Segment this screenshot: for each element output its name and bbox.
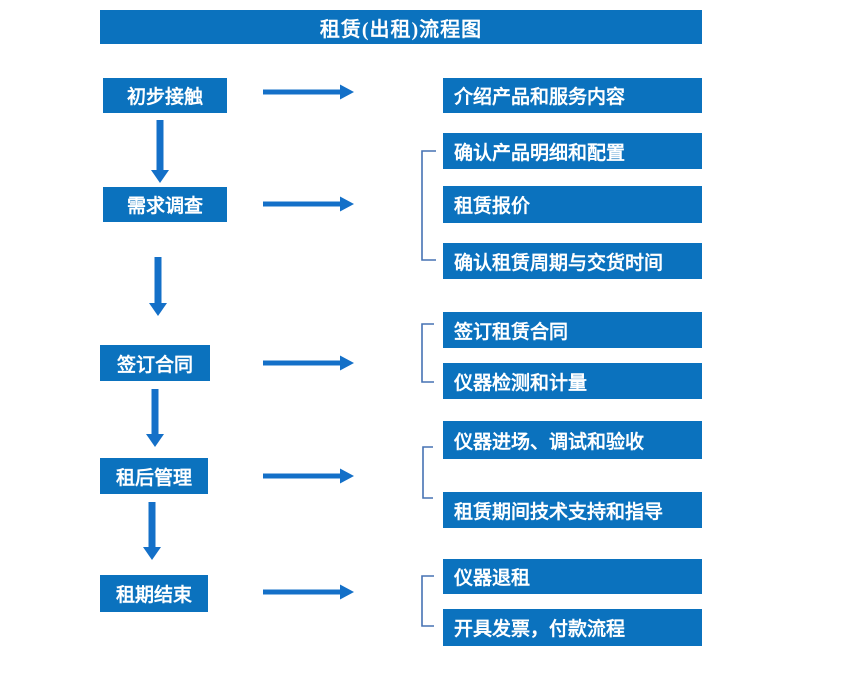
detail-box-intro-products-services: 介绍产品和服务内容 [443,78,702,113]
down-arrow-icon [151,120,169,183]
group-bracket [421,323,434,383]
down-arrow-icon [149,257,167,316]
group-bracket [421,150,436,261]
group-bracket [421,575,434,627]
stage-box-initial-contact: 初步接触 [103,78,227,113]
stage-box-rental-end: 租期结束 [100,575,208,612]
right-arrow-icon [263,355,354,371]
stage-box-demand-survey: 需求调查 [103,187,227,222]
detail-box-confirm-rental-period-delivery: 确认租赁周期与交货时间 [443,243,702,279]
detail-box-instrument-return: 仪器退租 [443,559,702,594]
detail-box-sign-rental-contract: 签订租赁合同 [443,312,702,348]
stage-box-post-rental-management: 租后管理 [100,458,208,494]
detail-box-rental-tech-support: 租赁期间技术支持和指导 [443,492,702,528]
down-arrow-icon [146,389,164,447]
stage-box-sign-contract: 签订合同 [100,345,210,381]
right-arrow-icon [263,468,354,484]
detail-box-invoice-payment: 开具发票，付款流程 [443,609,702,646]
down-arrow-icon [143,502,161,560]
group-bracket [422,446,433,499]
right-arrow-icon [263,196,354,212]
detail-box-confirm-product-details: 确认产品明细和配置 [443,133,702,169]
right-arrow-icon [263,84,354,100]
right-arrow-icon [263,584,354,600]
detail-box-instrument-testing-measurement: 仪器检测和计量 [443,363,702,399]
detail-box-instrument-arrival-acceptance: 仪器进场、调试和验收 [443,421,702,459]
detail-box-rental-quote: 租赁报价 [443,186,702,223]
flowchart-title: 租赁(出租)流程图 [100,10,702,44]
